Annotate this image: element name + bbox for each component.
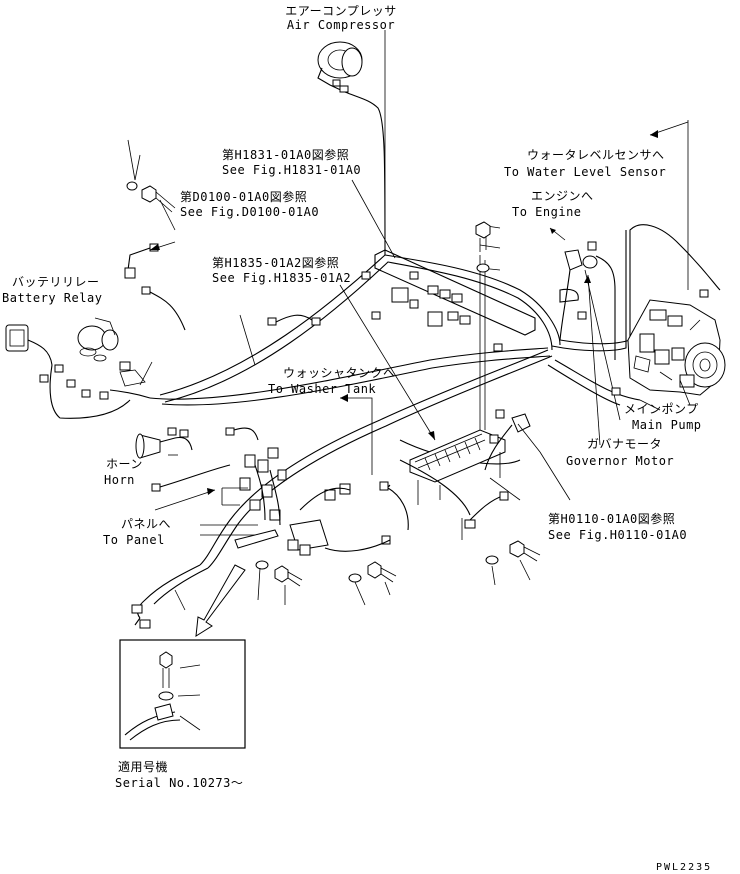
horn [135, 427, 259, 492]
bolt-group-left [124, 154, 186, 331]
horn-label-jp: ホーン [106, 457, 143, 471]
ref-h0110-label-jp: 第H0110-01A0図参照 [548, 512, 676, 526]
battery-relay-label-jp: バッテリリレー [12, 275, 100, 289]
panel-label-jp: パネルへ [121, 517, 172, 531]
ref-h0110-label-en: See Fig.H0110-01A0 [548, 528, 688, 542]
horn-label-en: Horn [104, 473, 135, 487]
governor-label-jp: ガバナモータ [587, 437, 663, 451]
battery-relay [5, 317, 153, 419]
drawing-code: PWL2235 [656, 862, 713, 873]
engine-label-en: To Engine [512, 205, 582, 219]
ref-h1835-label-en: See Fig.H1835-01A2 [212, 271, 352, 285]
detail-arrow [195, 564, 246, 637]
battery-relay-label-en: Battery Relay [2, 291, 103, 305]
serial-label-jp: 適用号機 [118, 760, 169, 774]
main-pump-label-jp: メインポンプ [624, 402, 699, 416]
serial-label-en: Serial No.10273～ [115, 776, 244, 790]
air-compressor-label-en: Air Compressor [286, 18, 396, 32]
panel-label-en: To Panel [103, 533, 165, 547]
bolt-top-center [475, 221, 491, 273]
ref-d0100-label-en: See Fig.D0100-01A0 [180, 205, 320, 219]
washer-label-jp: ウォッシャタンクへ [283, 366, 396, 380]
governor-motor [484, 413, 541, 471]
ref-h1831-label-en: See Fig.H1831-01A0 [222, 163, 362, 177]
detail-box [119, 639, 246, 749]
ref-h1831-label-jp: 第H1831-01A0図参照 [222, 148, 350, 162]
bolt-group-lower [131, 540, 541, 629]
washer-label-en: To Washer Tank [268, 382, 377, 396]
main-harness [109, 224, 721, 619]
air-compressor-label-jp: エアーコンプレッサ [285, 4, 397, 18]
water-level-label-en: To Water Level Sensor [504, 165, 667, 179]
governor-label-en: Governor Motor [566, 454, 675, 468]
engine-label-jp: エンジンへ [531, 189, 594, 203]
ref-d0100-label-jp: 第D0100-01A0図参照 [180, 190, 308, 204]
air-compressor [317, 41, 386, 256]
ref-h1835-label-jp: 第H1835-01A2図参照 [212, 256, 340, 270]
engine-connector [559, 241, 621, 421]
water-level-label-jp: ウォータレベルセンサへ [527, 148, 665, 162]
main-pump-label-en: Main Pump [632, 418, 702, 432]
main-pump [611, 120, 726, 406]
fuse-box [324, 409, 509, 552]
panel-connectors [200, 447, 351, 556]
